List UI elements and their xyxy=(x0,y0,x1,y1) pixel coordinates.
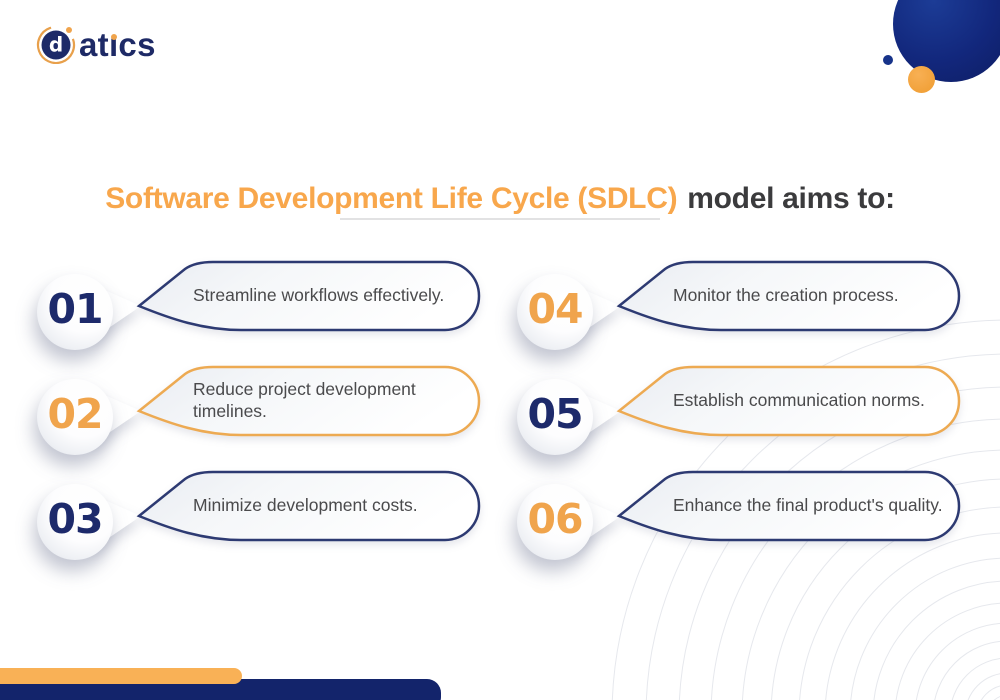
logo-dotless-i: ı xyxy=(108,25,119,63)
title-underline xyxy=(340,218,660,220)
decor-dot-orange xyxy=(908,66,935,93)
speech-bubble xyxy=(136,260,481,332)
decor-dot-navy xyxy=(883,55,893,65)
logo-accent-dot xyxy=(66,27,72,33)
item-text: Reduce project development timelines. xyxy=(193,379,416,421)
item-number: 02 xyxy=(47,390,103,438)
bottom-bar-orange xyxy=(0,668,242,684)
sdlc-item-3: 03 Minimize development costs. xyxy=(35,468,485,568)
sdlc-item-1: 01 Streamline workflows effectively. xyxy=(35,258,485,358)
speech-bubble xyxy=(616,470,961,542)
item-bubble-graphic xyxy=(517,470,961,560)
number-circle xyxy=(517,484,593,560)
logo-letter-i: ı xyxy=(109,28,118,61)
page-title-rest: model aims to: xyxy=(687,182,895,216)
sdlc-item-4: 04 Monitor the creation process. xyxy=(515,258,965,358)
logo-emblem: d xyxy=(36,25,76,64)
speech-bubble xyxy=(616,260,961,332)
logo-text-pre: at xyxy=(79,25,109,63)
decor-circle-large xyxy=(893,0,1000,82)
speech-bubble xyxy=(616,365,961,437)
item-number: 03 xyxy=(47,495,103,543)
logo-emblem-circle xyxy=(41,30,71,60)
item-bubble-graphic xyxy=(37,365,481,455)
speech-bubble xyxy=(136,365,481,437)
sdlc-item-6: 06 Enhance the final product's quality. xyxy=(515,468,965,568)
number-circle xyxy=(37,379,113,455)
item-number: 05 xyxy=(527,390,583,438)
number-circle xyxy=(37,274,113,350)
item-text: Streamline workflows effectively. xyxy=(193,285,445,306)
item-text: Enhance the final product's quality. xyxy=(673,495,943,516)
page-title-highlight: Software Development Life Cycle (SDLC) xyxy=(105,182,678,216)
item-text: Establish communication norms. xyxy=(673,390,925,411)
speech-bubble xyxy=(136,470,481,542)
item-number: 06 xyxy=(527,495,583,543)
logo-i-dot xyxy=(110,33,117,40)
item-text: Monitor the creation process. xyxy=(673,285,899,306)
item-bubble-graphic xyxy=(517,260,961,350)
number-circle xyxy=(37,484,113,560)
sdlc-item-5: 05 Establish communication norms. xyxy=(515,363,965,463)
item-number: 04 xyxy=(527,285,583,333)
item-bubble-graphic xyxy=(37,470,481,560)
sdlc-item-2: 02 Reduce project development timelines. xyxy=(35,363,485,463)
item-bubble-graphic xyxy=(517,365,961,455)
bottom-bar-navy xyxy=(0,679,441,700)
logo-emblem-letter: d xyxy=(49,33,63,57)
logo-text-post: cs xyxy=(118,25,156,63)
page-title: Software Development Life Cycle (SDLC) mo… xyxy=(0,181,1000,217)
number-circle xyxy=(517,274,593,350)
number-circle xyxy=(517,379,593,455)
item-number: 01 xyxy=(47,285,103,333)
item-text: Minimize development costs. xyxy=(193,495,418,516)
item-bubble-graphic xyxy=(37,260,481,350)
